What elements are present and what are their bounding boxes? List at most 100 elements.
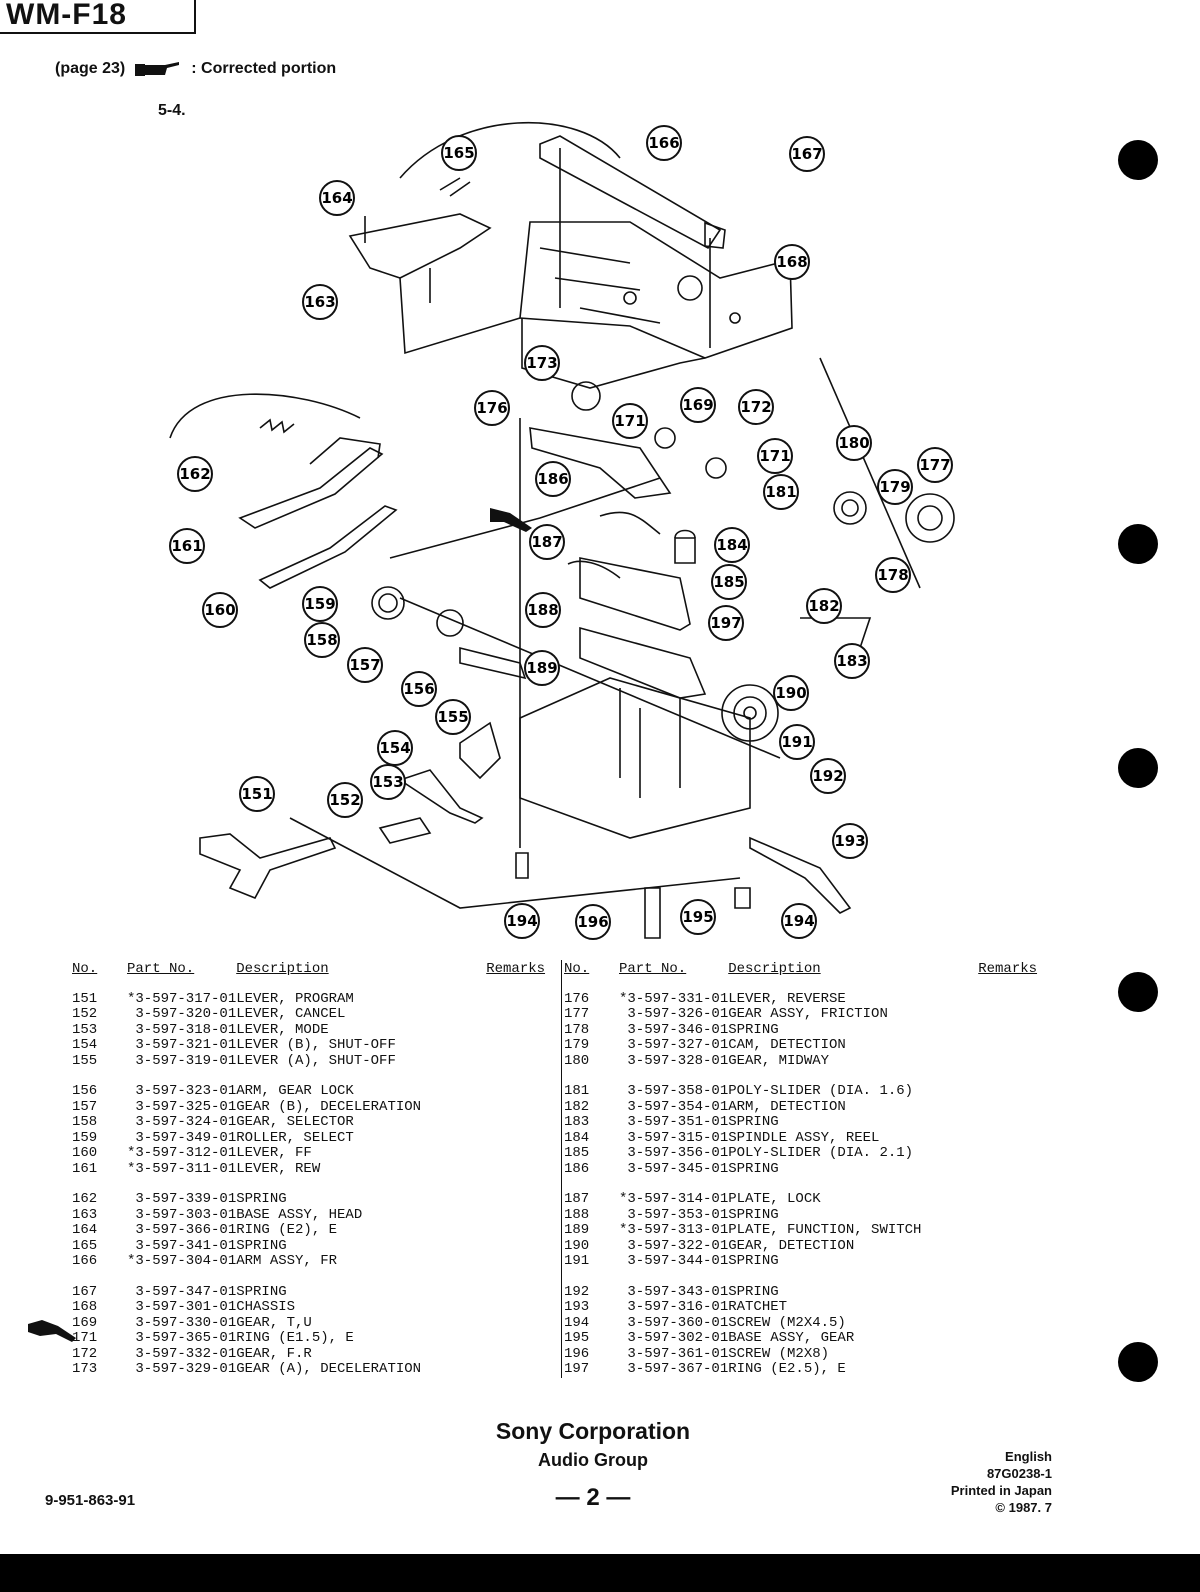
part-index: 191 xyxy=(564,1253,590,1269)
head-base-outline xyxy=(348,213,492,279)
svg-text:168: 168 xyxy=(776,253,807,271)
part-description: CAM, DETECTION xyxy=(728,1037,846,1053)
svg-text:185: 185 xyxy=(713,573,744,591)
lever-rew-outline xyxy=(238,447,384,529)
part-index: 181 xyxy=(564,1083,590,1099)
part-index: 155 xyxy=(72,1052,98,1069)
part-index: 153 xyxy=(72,1021,98,1038)
part-index: 162 xyxy=(72,1191,98,1207)
part-description: BASE ASSY, GEAR xyxy=(728,1330,855,1346)
part-number: 3-597-325-01 xyxy=(127,1098,237,1115)
section-number: 5-4. xyxy=(158,102,186,119)
svg-text:171: 171 xyxy=(759,447,790,465)
svg-text:184: 184 xyxy=(716,536,747,554)
part-description: ARM, GEAR LOCK xyxy=(236,1083,354,1099)
part-description: POLY-SLIDER (DIA. 2.1) xyxy=(728,1145,914,1161)
part-description: SPINDLE ASSY, REEL xyxy=(728,1129,880,1146)
part-number: 3-597-315-01 xyxy=(619,1129,729,1146)
part-number: 3-597-329-01 xyxy=(127,1361,237,1377)
part-number: 3-597-328-01 xyxy=(619,1052,729,1069)
callout-169: 169 xyxy=(680,387,716,423)
callout-196: 196 xyxy=(575,904,611,940)
svg-text:171: 171 xyxy=(614,412,645,430)
part-index: 183 xyxy=(564,1114,590,1130)
part-number: 3-597-341-01 xyxy=(127,1237,237,1254)
corrected-row-pointer-icon xyxy=(28,1320,76,1342)
part-index: 197 xyxy=(564,1361,590,1377)
part-description: SPRING xyxy=(236,1283,287,1300)
lever-ff-outline xyxy=(258,505,398,589)
svg-text:164: 164 xyxy=(321,189,352,207)
part-index: 168 xyxy=(72,1299,98,1315)
part-index: 196 xyxy=(564,1345,590,1362)
part-index: 194 xyxy=(564,1314,590,1331)
part-number: 3-597-366-01 xyxy=(127,1222,237,1238)
svg-text:165: 165 xyxy=(443,144,474,162)
parts-table-left: No. Part No. Description Remarks 151*3-5… xyxy=(72,961,546,1378)
callout-176: 176 xyxy=(474,390,510,426)
group-name: Audio Group xyxy=(538,1450,648,1470)
part-index: 158 xyxy=(72,1114,98,1130)
part-index: 193 xyxy=(564,1299,590,1315)
col-part-no: Part No. xyxy=(127,961,195,977)
svg-text:196: 196 xyxy=(577,913,608,931)
callout-159: 159 xyxy=(302,586,338,622)
part-description: RING (E1.5), E xyxy=(236,1330,354,1346)
part-number: 3-597-365-01 xyxy=(127,1330,237,1346)
bottom-edge-bar xyxy=(0,1554,1200,1592)
part-index: 188 xyxy=(564,1206,590,1223)
part-index: 173 xyxy=(72,1361,98,1377)
part-number: 3-597-332-01 xyxy=(127,1345,237,1362)
correction-note: (page 23) : Corrected portion xyxy=(55,60,336,78)
part-number: *3-597-317-01 xyxy=(127,990,237,1007)
col-remarks: Remarks xyxy=(486,961,546,977)
part-description: ARM ASSY, FR xyxy=(236,1253,338,1269)
part-description: GEAR, SELECTOR xyxy=(236,1114,354,1130)
col-no: No. xyxy=(564,961,590,977)
svg-text:195: 195 xyxy=(682,908,713,926)
part-index: 171 xyxy=(72,1330,98,1346)
callout-193: 193 xyxy=(832,823,868,859)
part-number: 3-597-344-01 xyxy=(619,1253,729,1269)
svg-text:194: 194 xyxy=(506,912,537,930)
copyright: © 1987. 7 xyxy=(995,1500,1052,1515)
part-description: SPRING xyxy=(728,1253,779,1269)
svg-text:167: 167 xyxy=(791,145,822,163)
part-index: 161 xyxy=(72,1160,98,1177)
part-description: SPRING xyxy=(728,1021,779,1038)
part-index: 195 xyxy=(564,1330,590,1346)
col-remarks: Remarks xyxy=(978,961,1038,977)
page-number: — 2 — xyxy=(555,1484,631,1511)
part-description: GEAR ASSY, FRICTION xyxy=(728,1006,888,1022)
part-description: SPRING xyxy=(728,1283,779,1300)
part-index: 167 xyxy=(72,1283,98,1300)
svg-text:157: 157 xyxy=(349,656,380,674)
model-title: WM-F18 xyxy=(0,0,196,34)
part-number: 3-597-302-01 xyxy=(619,1330,729,1346)
print-info: English 87G0238-1 Printed in Japan © 198… xyxy=(951,1448,1052,1516)
svg-text:169: 169 xyxy=(682,396,713,414)
svg-text:183: 183 xyxy=(836,652,867,670)
part-description: POLY-SLIDER (DIA. 1.6) xyxy=(728,1083,914,1099)
col-description: Description xyxy=(728,961,821,977)
part-description: RING (E2.5), E xyxy=(728,1361,846,1377)
callout-187: 187 xyxy=(529,524,565,560)
part-number: 3-597-358-01 xyxy=(619,1083,729,1099)
col-part-no: Part No. xyxy=(619,961,687,977)
svg-text:163: 163 xyxy=(304,293,335,311)
callout-185: 185 xyxy=(711,564,747,600)
part-description: SPRING xyxy=(728,1114,779,1130)
svg-text:192: 192 xyxy=(812,767,843,785)
